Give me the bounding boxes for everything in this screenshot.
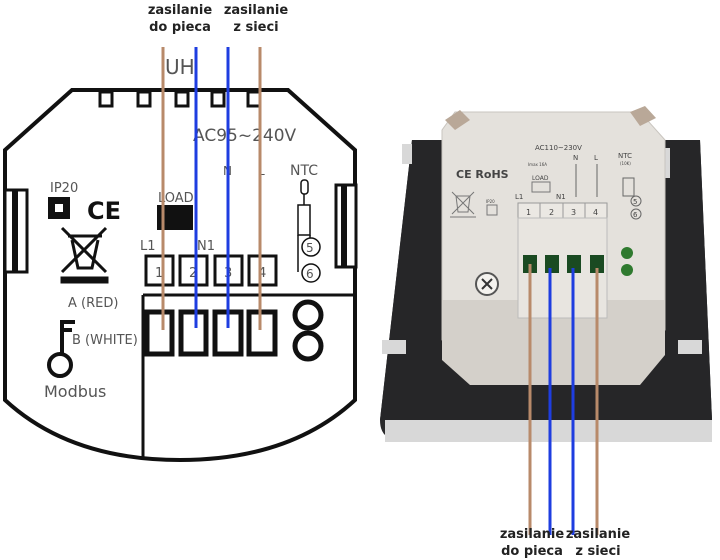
plate-clip-right (678, 340, 702, 354)
photo-ntc-6 (630, 208, 642, 220)
photo-ip20: IP20 (486, 199, 495, 204)
photo-green-screw-2 (621, 264, 633, 276)
ce-mark: CE (87, 197, 121, 225)
ntc-terminal-5-label: 5 (306, 241, 314, 255)
housing-notches (98, 90, 262, 108)
photo-terminal-4: 4 (593, 208, 598, 217)
n1-text: N1 (197, 239, 215, 254)
photo-l-mark: L (594, 154, 598, 162)
photo-terminal-1: 1 (526, 208, 531, 217)
photo-n1: N1 (556, 193, 566, 201)
modbus-key-icon (47, 320, 75, 378)
photo-weee-icon (450, 191, 476, 218)
terminal-4-label: 4 (258, 266, 266, 281)
mount-hole-2 (292, 330, 324, 362)
label-line: zasilanie (499, 527, 565, 542)
voltage-text: AC95~240V (193, 126, 297, 146)
mount-hole-1 (292, 299, 324, 331)
terminal-2 (178, 254, 209, 287)
label-line: zasilanie (223, 3, 289, 18)
label-line: zasilanie (565, 527, 631, 542)
photo-ntc-5 (630, 195, 642, 207)
ntc-terminal-6 (301, 263, 321, 283)
photo-ntc-6-label: 6 (633, 211, 638, 219)
ntc-terminal-5 (301, 237, 321, 257)
inner-box (141, 293, 355, 460)
screw-terminal-row (144, 309, 278, 357)
diagram-housing (2, 88, 357, 463)
photo-terminal-strip (517, 202, 608, 219)
label-bottom-boiler: zasilanie do pieca (492, 526, 572, 560)
weee-bin-icon (60, 226, 109, 284)
uh-text: UH (165, 55, 195, 79)
terminal-2-label: 2 (189, 266, 197, 281)
photo-ip20-icon (486, 204, 498, 216)
terminal-4 (247, 254, 278, 287)
photo-ntc-text: NTC (618, 152, 632, 160)
label-line: z sieci (233, 20, 279, 35)
side-clip-left-inner (12, 190, 18, 272)
photo-imax: Imax 16A (528, 162, 547, 167)
plate-clip-left (382, 340, 406, 354)
ip20-text: IP20 (50, 181, 78, 196)
side-clip-right-inner (341, 185, 347, 267)
photo-load-icon (531, 181, 551, 193)
load-text: LOAD (158, 191, 194, 206)
photo-load: LOAD (532, 175, 549, 182)
photo-terminal-3: 3 (571, 208, 576, 217)
b-white-text: B (WHITE) (72, 333, 138, 348)
label-line: do pieca (149, 20, 211, 35)
photo-terminal-2: 2 (549, 208, 554, 217)
photo-green-screw-1 (621, 247, 633, 259)
ntc-text: NTC (290, 163, 318, 179)
l1-text: L1 (140, 239, 156, 254)
a-red-text: A (RED) (68, 296, 118, 311)
label-top-boiler: zasilanie do pieca (140, 2, 220, 36)
photo-voltage-text: AC110~230V (535, 144, 582, 152)
ntc-terminal-6-label: 6 (306, 267, 314, 281)
terminal-1 (144, 254, 175, 287)
photo-l1: L1 (515, 193, 523, 201)
label-bottom-mains: zasilanie z sieci (562, 526, 634, 560)
photo-ce-rohs: CE RoHS (456, 168, 509, 181)
terminal-1-label: 1 (155, 266, 163, 281)
photo-ntc-sub: (10K) (620, 161, 631, 166)
modbus-text: Modbus (44, 382, 106, 401)
photo-terminal-blocks (517, 217, 608, 319)
label-line: do pieca (501, 544, 563, 559)
photo-ntc-5-label: 5 (633, 198, 637, 206)
photo-n-mark: N (573, 154, 578, 162)
label-line: z sieci (575, 544, 621, 559)
label-line: zasilanie (147, 3, 213, 18)
label-top-mains: zasilanie z sieci (220, 2, 292, 36)
